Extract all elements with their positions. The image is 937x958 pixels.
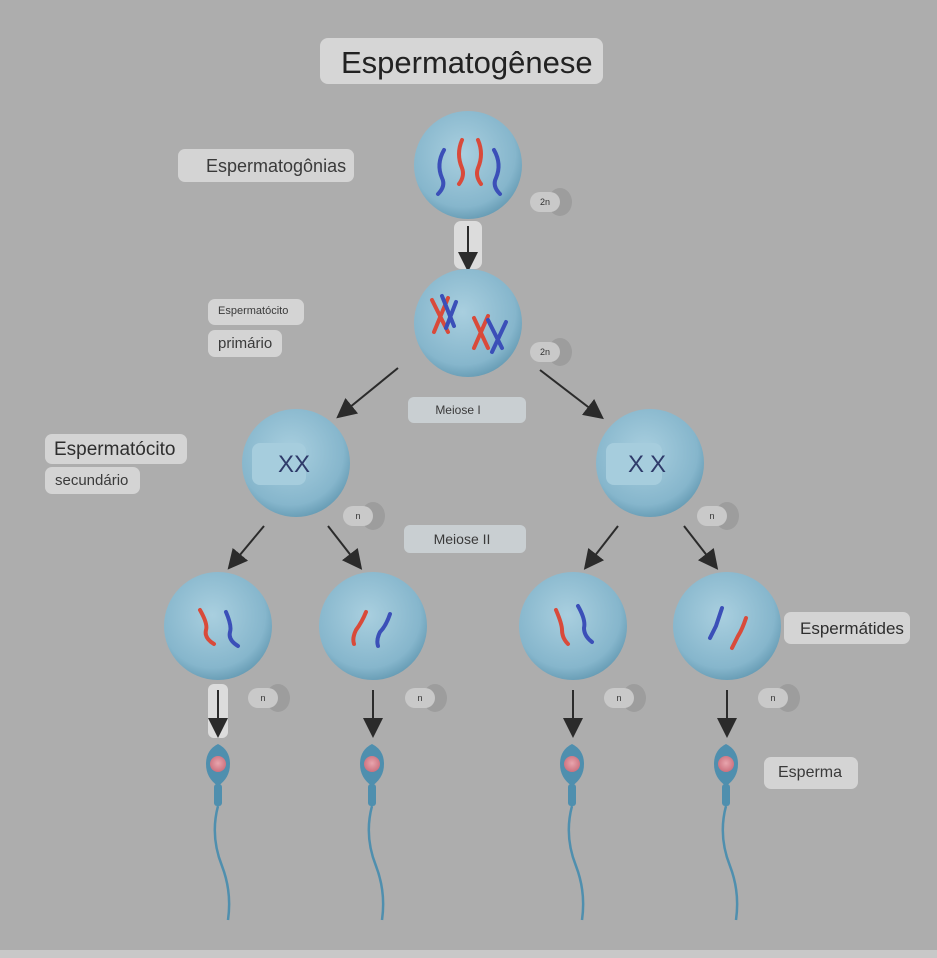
label-espermatocito-primario-2: primário [208, 330, 283, 357]
spermatid-2-cell [319, 572, 427, 680]
spermatogonium-cell [414, 111, 522, 219]
arrow-secr-to-sp4 [683, 525, 719, 570]
sperm-4 [714, 744, 739, 921]
arrow-secl-to-sp1 [227, 525, 265, 570]
arrow-primary-to-secondary-right [539, 369, 604, 420]
label-espermatocito-primario-1: Espermatócito [208, 299, 305, 325]
ploidy-badge-secundario-left: n [343, 502, 385, 530]
label-espermatogonias: Espermatogônias [178, 149, 355, 182]
label-esperma: Esperma [764, 757, 859, 789]
ploidy-badge-espermatogonia: 2n [530, 188, 572, 216]
ploidy-badge-espermatide-1: n [248, 684, 290, 712]
ploidy-badge-espermatide-2: n [405, 684, 447, 712]
secondary-right-chromosomes: XX [628, 451, 672, 478]
label-meiose-1: Meiose I [408, 397, 526, 423]
ploidy-badge-secundario-right: n [697, 502, 739, 530]
arrow-primary-to-secondary-left [336, 367, 399, 419]
sperm-1 [206, 744, 231, 921]
ploidy-badge-espermatide-4: n [758, 684, 800, 712]
secondary-left-chromosomes: XX [278, 451, 310, 478]
spermatid-3-cell [519, 572, 627, 680]
label-meiose-2: Meiose II [404, 525, 526, 553]
diagram-title: Espermatogênese [320, 38, 603, 84]
arrow-secr-to-sp3 [583, 525, 619, 570]
spermatid-1-cell [164, 572, 272, 680]
sperm-3 [560, 744, 585, 921]
arrow-secl-to-sp2 [327, 525, 363, 570]
secondary-spermatocyte-right-cell [596, 409, 704, 517]
spermatid-4-cell [673, 572, 781, 680]
label-espermatocito-secundario-2: secundário [45, 467, 141, 494]
sperm-2 [360, 744, 385, 921]
secondary-spermatocyte-left-cell [242, 409, 350, 517]
ploidy-badge-espermatide-3: n [604, 684, 646, 712]
ploidy-badge-primario: 2n [530, 338, 572, 366]
bottom-bar [0, 950, 937, 958]
label-espermatides: Espermátides [784, 612, 910, 644]
label-espermatocito-secundario-1: Espermatócito [45, 434, 188, 464]
primary-spermatocyte-cell [414, 269, 522, 377]
